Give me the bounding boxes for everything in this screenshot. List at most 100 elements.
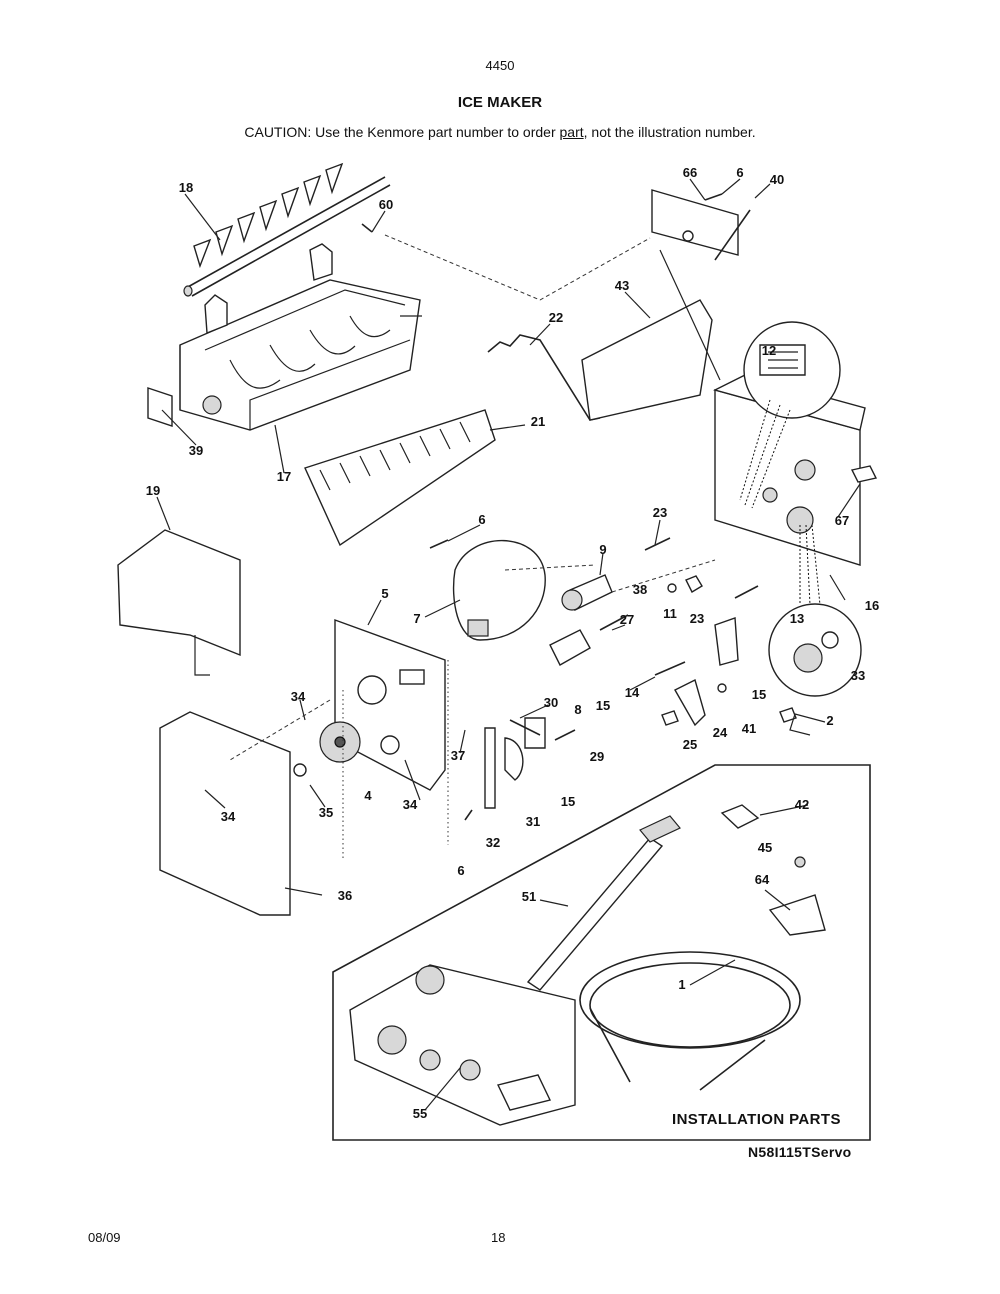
callout-38: 38 xyxy=(633,582,647,597)
callout-15c: 15 xyxy=(561,794,575,809)
screw-part-6b xyxy=(429,539,449,549)
gear-part-9 xyxy=(561,574,613,612)
callout-13: 13 xyxy=(790,611,804,626)
callout-55: 55 xyxy=(413,1106,427,1121)
callout-15a: 15 xyxy=(596,698,610,713)
callout-5: 5 xyxy=(381,586,388,601)
callout-9: 9 xyxy=(599,542,606,557)
caution-text-before: CAUTION: Use the Kenmore part number to … xyxy=(244,124,560,140)
callout-24: 24 xyxy=(713,725,728,740)
callout-31: 31 xyxy=(526,814,540,829)
wire-part-22 xyxy=(487,334,601,421)
caution-note: CAUTION: Use the Kenmore part number to … xyxy=(0,124,1000,140)
callout-27: 27 xyxy=(620,612,634,627)
callout-60: 60 xyxy=(379,197,393,212)
screw-part-60 xyxy=(361,223,373,233)
callout-41: 41 xyxy=(742,721,756,736)
clamp-part-64 xyxy=(768,894,826,936)
callout-2: 2 xyxy=(826,713,833,728)
installation-parts-label: INSTALLATION PARTS xyxy=(672,1111,841,1128)
callout-42: 42 xyxy=(795,797,809,812)
screw-part-6c xyxy=(464,809,473,821)
mold-part-17 xyxy=(179,243,422,431)
bracket-part-43 xyxy=(581,249,721,421)
water-valve-part-55 xyxy=(349,964,576,1126)
shield-part-39 xyxy=(147,387,173,427)
caution-part-link[interactable]: part xyxy=(559,124,584,140)
detail-circle-12 xyxy=(739,321,841,509)
screw-part-14 xyxy=(654,661,686,676)
callout-11: 11 xyxy=(663,606,677,621)
part-25 xyxy=(661,710,679,726)
plate-part-66 xyxy=(651,189,739,256)
callout-15b: 15 xyxy=(752,687,766,702)
callout-23b: 23 xyxy=(690,611,704,626)
screw-part-6a xyxy=(704,193,723,201)
revision-date: 08/09 xyxy=(88,1230,121,1245)
callout-23a: 23 xyxy=(653,505,667,520)
page-number: 18 xyxy=(491,1230,506,1245)
callout-40: 40 xyxy=(770,172,784,187)
callout-51: 51 xyxy=(522,889,536,904)
callout-32: 32 xyxy=(486,835,500,850)
callout-6a: 6 xyxy=(736,165,743,180)
screw-part-2 xyxy=(779,707,797,723)
screw-part-45 xyxy=(794,856,806,868)
callout-22: 22 xyxy=(549,310,563,325)
callout-37: 37 xyxy=(451,748,465,763)
callout-18: 18 xyxy=(179,180,193,195)
callout-64: 64 xyxy=(755,872,770,887)
callout-25: 25 xyxy=(683,737,697,752)
callout-45: 45 xyxy=(758,840,772,855)
front-cover-part-36 xyxy=(159,711,291,916)
water-tube-part-1 xyxy=(579,951,801,1091)
callout-7: 7 xyxy=(413,611,420,626)
callout-66: 66 xyxy=(683,165,697,180)
callout-4: 4 xyxy=(364,788,372,803)
page-title: ICE MAKER xyxy=(457,94,543,111)
callout-67: 67 xyxy=(835,513,849,528)
callout-33: 33 xyxy=(851,668,865,683)
screw-part-27 xyxy=(599,614,629,631)
callout-1: 1 xyxy=(678,977,685,992)
figure-code: N58I115TServo xyxy=(748,1144,852,1160)
model-number: 4450 xyxy=(485,58,515,73)
caution-text-after: , not the illustration number. xyxy=(583,124,756,140)
callout-43: 43 xyxy=(615,278,629,293)
callout-34b: 34 xyxy=(403,797,418,812)
clamp-part-42 xyxy=(720,804,760,829)
callout-17: 17 xyxy=(277,469,291,484)
washer-part-41 xyxy=(717,683,727,693)
callout-34c: 34 xyxy=(221,809,236,824)
detail-circle-13-33 xyxy=(768,524,862,697)
callout-21: 21 xyxy=(531,414,545,429)
arm-part-24 xyxy=(674,678,706,727)
callout-14: 14 xyxy=(625,685,640,700)
part-38 xyxy=(667,583,677,593)
ejector-part-18 xyxy=(183,162,391,297)
heater-part-30 xyxy=(509,719,541,736)
callout-16: 16 xyxy=(865,598,879,613)
callout-34a: 34 xyxy=(291,689,306,704)
callout-35: 35 xyxy=(319,805,333,820)
bracket-part-32 xyxy=(484,727,496,809)
callout-29: 29 xyxy=(590,749,604,764)
washer-part-35 xyxy=(293,763,307,777)
screw-part-23a xyxy=(644,537,671,551)
shield-part-19 xyxy=(117,529,241,657)
switch-part-15b xyxy=(714,617,739,666)
callout-12: 12 xyxy=(762,343,776,358)
screw-part-23b xyxy=(734,585,759,599)
callout-39: 39 xyxy=(189,443,203,458)
callout-6c: 6 xyxy=(457,863,464,878)
part-11 xyxy=(685,575,703,593)
callout-36: 36 xyxy=(338,888,352,903)
callout-19: 19 xyxy=(146,483,160,498)
cover-part-21 xyxy=(304,409,496,547)
callout-30: 30 xyxy=(544,695,558,710)
motor-part-7 xyxy=(452,539,546,641)
support-plate-part-5 xyxy=(334,619,446,791)
callout-6b: 6 xyxy=(478,512,485,527)
